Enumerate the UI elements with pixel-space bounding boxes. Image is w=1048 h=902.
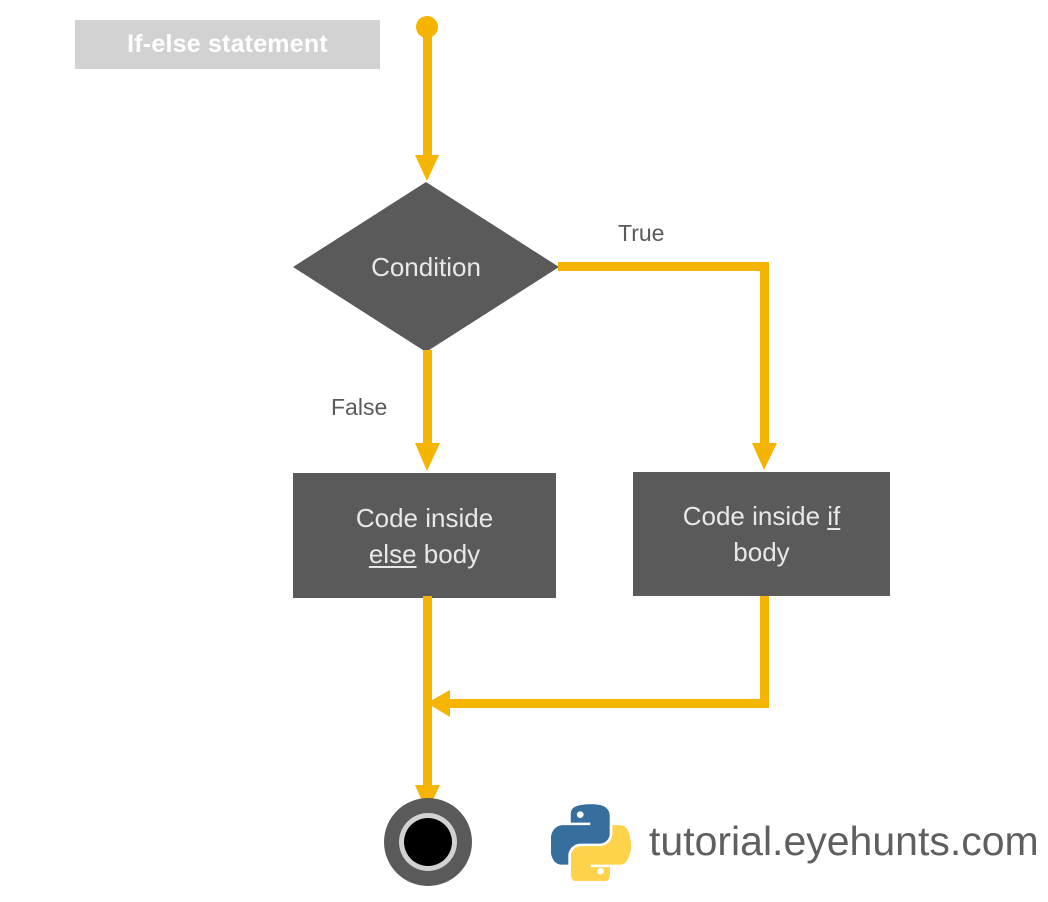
false-branch-label: False [331, 394, 388, 420]
edge-if-down [760, 596, 769, 707]
end-node-inner [404, 818, 452, 866]
else-body-node [293, 473, 556, 598]
arrowhead-true-to-if [752, 443, 777, 470]
edge-merge-horizontal [448, 699, 769, 708]
arrowhead-merge-left [427, 690, 450, 717]
edge-true-vertical [760, 262, 769, 447]
watermark: tutorial.eyehunts.com [551, 797, 1039, 885]
edge-false-vertical [423, 350, 432, 446]
arrowhead-start-to-condition [415, 155, 439, 181]
edge-true-horizontal [558, 262, 769, 271]
true-branch-label: True [618, 220, 665, 246]
if-body-node [633, 472, 890, 596]
condition-node [293, 182, 559, 352]
page-title-banner: If-else statement [75, 20, 380, 69]
page-title: If-else statement [127, 30, 328, 58]
edge-else-to-end [423, 596, 432, 790]
python-logo-icon [551, 804, 631, 881]
arrowhead-false-to-else [415, 443, 440, 471]
edge-start-to-condition [423, 27, 432, 159]
watermark-site-text: tutorial.eyehunts.com [649, 818, 1039, 864]
